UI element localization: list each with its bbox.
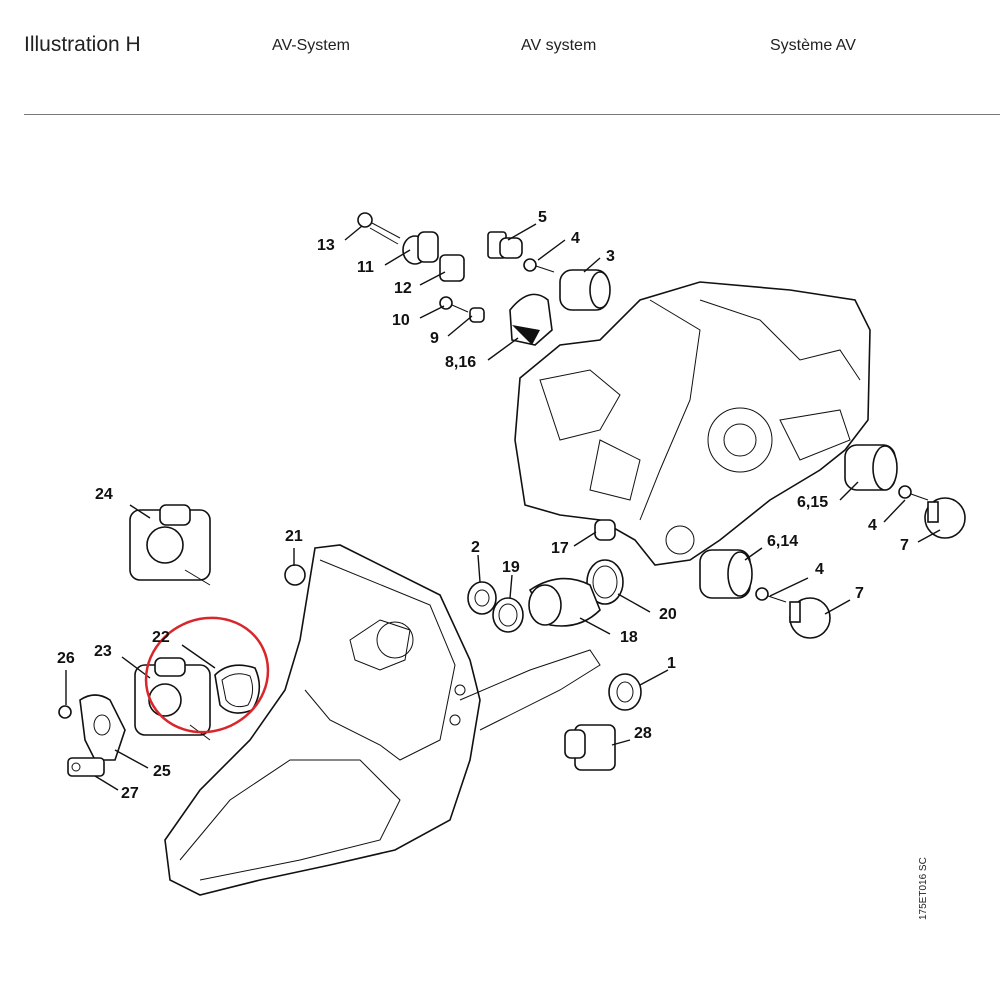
buffer-17 (594, 519, 616, 541)
callout-4b: 4 (868, 517, 877, 534)
carburetor-23 (134, 657, 211, 741)
callout-25: 25 (153, 763, 171, 780)
callout-7b: 7 (855, 585, 864, 602)
ring-2 (467, 581, 497, 615)
callout-4c: 4 (815, 561, 824, 578)
callout-6-15: 6,15 (797, 494, 828, 511)
callout-20: 20 (659, 606, 677, 623)
callout-19: 19 (502, 559, 520, 576)
buffer-615 (844, 444, 898, 491)
callout-1: 1 (667, 655, 676, 672)
nut-26 (58, 705, 72, 719)
bracket-816 (509, 293, 553, 346)
callout-4a: 4 (571, 230, 580, 247)
callout-12: 12 (394, 280, 412, 297)
screw-10 (439, 296, 469, 313)
buffer-614 (699, 549, 753, 599)
callout-22: 22 (152, 629, 170, 646)
callout-26: 26 (57, 650, 75, 667)
callout-11: 11 (357, 259, 374, 276)
callout-23: 23 (94, 643, 112, 660)
buffer-11 (402, 231, 439, 265)
leader-lines (65, 223, 941, 791)
screw-4b (898, 485, 929, 501)
page-title: Illustration H (24, 33, 141, 56)
header-divider (24, 114, 1000, 115)
callout-10: 10 (392, 312, 410, 329)
intake-manifold-18 (528, 577, 601, 627)
callout-labels: 13 11 12 5 4 3 10 9 8,16 6,15 4 7 24 21 … (57, 209, 909, 802)
callout-3: 3 (606, 248, 615, 265)
callout-7a: 7 (900, 537, 909, 554)
screw-4c (755, 587, 787, 603)
sleeve-12 (439, 254, 465, 282)
handle-housing-drawing (164, 544, 601, 896)
lever-27 (67, 757, 105, 777)
gasket-22 (214, 664, 261, 714)
clamp-20 (586, 559, 624, 605)
mount-28 (564, 724, 616, 771)
screw-13 (357, 212, 401, 245)
callout-13: 13 (317, 237, 335, 254)
title-french: Système AV (770, 37, 856, 54)
callout-8-16: 8,16 (445, 354, 476, 371)
ring-19 (492, 597, 524, 633)
nut-21 (284, 564, 306, 586)
callout-6-14: 6,14 (767, 533, 798, 550)
plate-25 (79, 694, 126, 761)
callout-9: 9 (430, 330, 439, 347)
pin-9 (469, 307, 485, 323)
buffer-5 (487, 231, 523, 259)
callout-27: 27 (121, 785, 139, 802)
callout-18: 18 (620, 629, 638, 646)
buffer-3 (559, 269, 611, 311)
callout-28: 28 (634, 725, 652, 742)
ring-1 (608, 673, 642, 711)
title-english: AV system (521, 37, 597, 54)
callout-2: 2 (471, 539, 480, 556)
carburetor-24 (129, 504, 211, 586)
highlight-ellipse (144, 616, 270, 734)
plug-7a (924, 497, 966, 539)
screw-4a (523, 258, 555, 273)
title-german: AV-System (272, 37, 350, 54)
callout-17: 17 (551, 540, 569, 557)
drawing-code: 175ET016 SC (918, 857, 929, 920)
callout-21: 21 (285, 528, 303, 545)
plug-7b (789, 597, 831, 639)
callout-24: 24 (95, 486, 113, 503)
callout-5: 5 (538, 209, 547, 226)
crankcase-drawing (514, 281, 871, 566)
